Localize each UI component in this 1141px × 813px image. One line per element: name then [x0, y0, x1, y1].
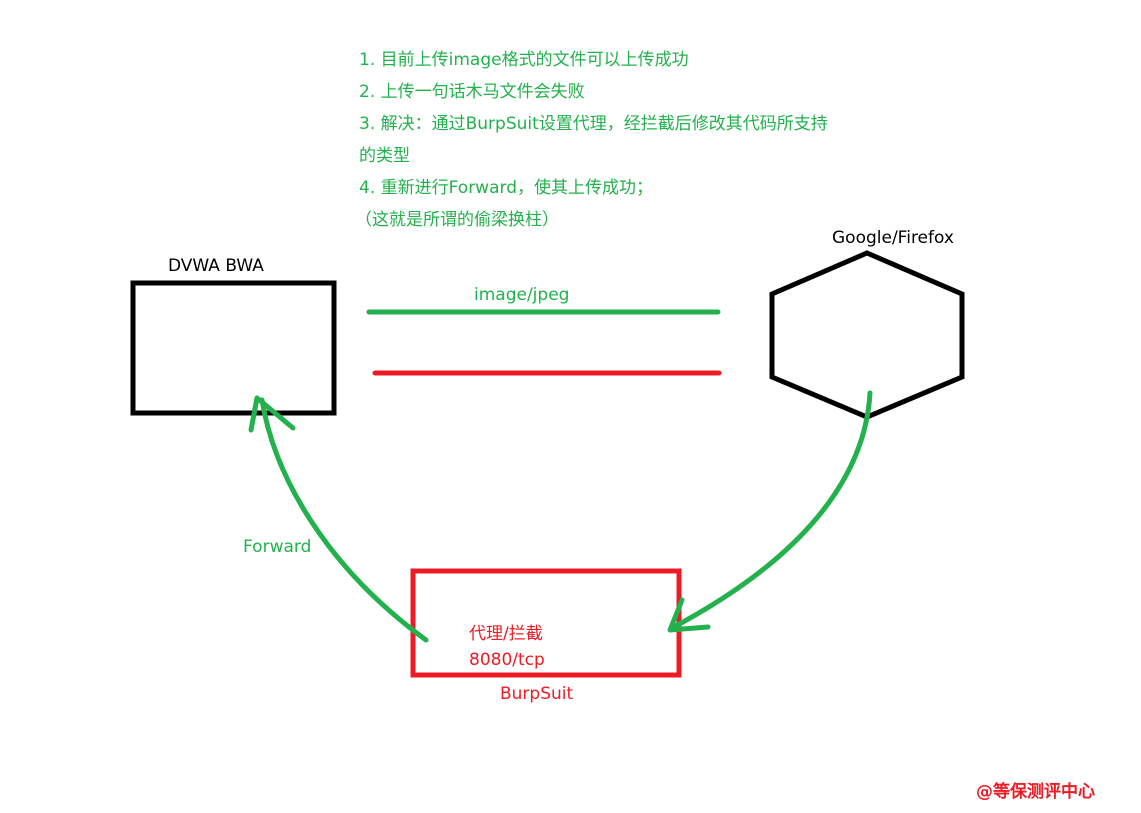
- forward-label: Forward: [243, 537, 312, 557]
- proxy-line-1: 代理/拦截: [469, 624, 543, 644]
- intercept-arrowhead: [667, 597, 711, 633]
- proxy-line-2: 8080/tcp: [469, 650, 545, 670]
- allowed-line-label: image/jpeg: [474, 285, 570, 305]
- forward-arrowhead: [248, 395, 296, 433]
- browser-hexagon: [769, 250, 965, 420]
- note-line-3: 3. 解决：通过BurpSuit设置代理，经拦截后修改其代码所支持: [359, 114, 828, 134]
- note-line-2: 2. 上传一句话木马文件会失败: [359, 82, 585, 102]
- note-line-3-cont: 的类型: [359, 146, 410, 166]
- note-line-4: 4. 重新进行Forward，使其上传成功；: [359, 178, 653, 198]
- server-label: DVWA BWA: [168, 256, 264, 276]
- note-line-1: 1. 目前上传image格式的文件可以上传成功: [359, 50, 689, 70]
- intercept-arrow: [669, 390, 873, 631]
- server-box: [130, 280, 337, 416]
- watermark: @等保测评中心: [976, 782, 1095, 802]
- proxy-label: BurpSuit: [500, 684, 574, 704]
- forward-arrow: [259, 397, 429, 643]
- browser-label: Google/Firefox: [832, 228, 954, 248]
- proxy-box: [410, 568, 682, 678]
- note-line-5: （这就是所谓的偷梁换柱）: [355, 210, 559, 230]
